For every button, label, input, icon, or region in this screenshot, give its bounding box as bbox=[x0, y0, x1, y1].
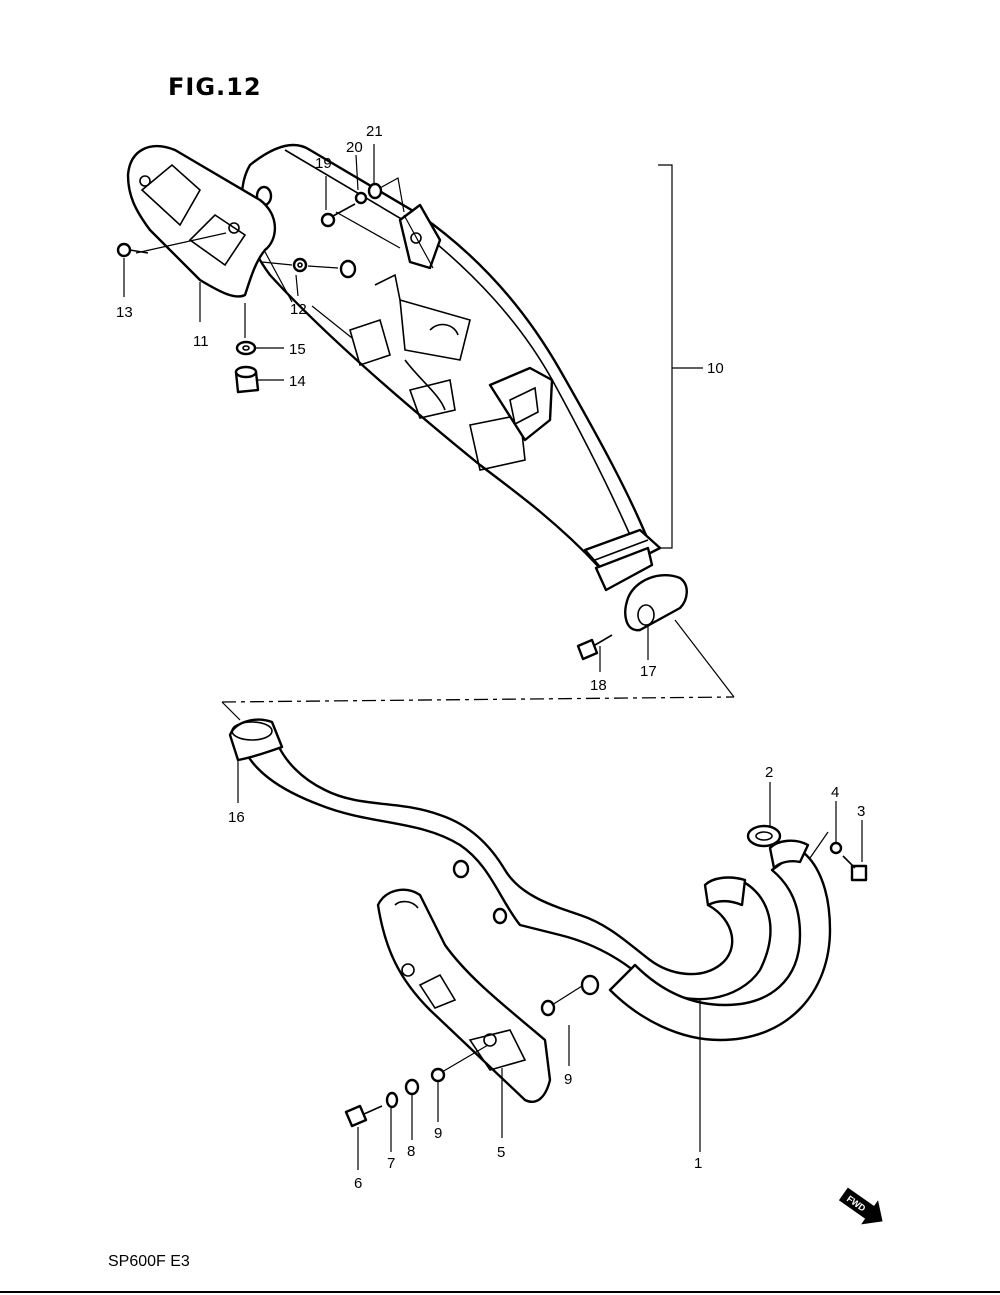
bolt-13 bbox=[116, 242, 149, 258]
nut-9a bbox=[430, 1067, 446, 1083]
washer-20 bbox=[354, 191, 368, 205]
callout-14: 14 bbox=[289, 373, 306, 390]
callout-15: 15 bbox=[289, 341, 306, 358]
callout-12: 12 bbox=[290, 301, 307, 318]
callout-8: 8 bbox=[407, 1143, 415, 1160]
callout-1: 1 bbox=[694, 1155, 702, 1172]
callout-19: 19 bbox=[315, 155, 332, 172]
bolt-6 bbox=[344, 1104, 383, 1128]
bolt-3 bbox=[842, 855, 868, 882]
callout-18: 18 bbox=[590, 677, 607, 694]
callout-6: 6 bbox=[354, 1175, 362, 1192]
bolt-18 bbox=[576, 634, 613, 661]
callout-11: 11 bbox=[193, 333, 209, 350]
clamp-17 bbox=[624, 574, 688, 632]
callout-21: 21 bbox=[366, 123, 383, 140]
nut-12 bbox=[292, 257, 308, 273]
callout-3: 3 bbox=[857, 803, 865, 820]
model-code: SP600F E3 bbox=[108, 1253, 190, 1270]
gasket-16 bbox=[228, 718, 284, 762]
bolt-19 bbox=[320, 203, 356, 228]
muffler-heat-shield bbox=[126, 145, 277, 298]
callout-5: 5 bbox=[497, 1144, 505, 1161]
leader-lines bbox=[123, 144, 863, 1170]
washer-4 bbox=[829, 841, 843, 855]
figure-title: FIG.12 bbox=[168, 73, 262, 101]
fwd-arrow-icon: FWD bbox=[838, 1187, 883, 1225]
callouts: 1 2 3 4 5 6 7 8 9 9 10 11 12 13 14 15 16… bbox=[116, 123, 865, 1192]
washer-15 bbox=[235, 340, 257, 356]
callout-20: 20 bbox=[346, 139, 363, 156]
callout-4: 4 bbox=[831, 784, 839, 801]
washer-7 bbox=[385, 1091, 399, 1109]
callout-16: 16 bbox=[228, 809, 245, 826]
callout-13: 13 bbox=[116, 304, 133, 321]
muffler bbox=[240, 143, 662, 592]
pipe-heat-shield bbox=[376, 888, 552, 1103]
washer-8 bbox=[404, 1078, 420, 1096]
callout-10: 10 bbox=[707, 360, 724, 377]
collar-21 bbox=[367, 182, 383, 200]
callout-9-left: 9 bbox=[434, 1125, 442, 1142]
exhaust-pipe bbox=[238, 738, 832, 1042]
callout-7: 7 bbox=[387, 1155, 395, 1172]
callout-2: 2 bbox=[765, 764, 773, 781]
callout-9-right: 9 bbox=[564, 1071, 572, 1088]
nut-14 bbox=[234, 365, 260, 394]
gasket-2 bbox=[746, 824, 782, 848]
nut-9b bbox=[540, 999, 556, 1017]
callout-17: 17 bbox=[640, 663, 657, 680]
